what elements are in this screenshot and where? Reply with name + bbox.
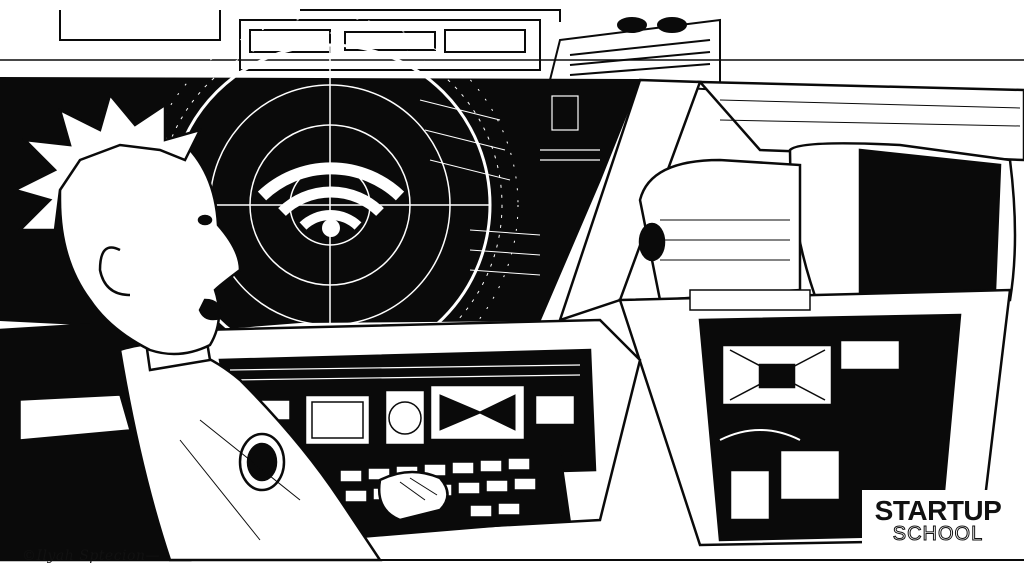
artist-signature: ©Ilyah Sptecion— bbox=[22, 548, 160, 564]
wifi-icon bbox=[257, 162, 405, 237]
pilot-figure bbox=[11, 92, 449, 562]
copilot-seat bbox=[638, 142, 1017, 312]
cockpit-pillar bbox=[558, 78, 1024, 322]
logo-line-startup: STARTUP bbox=[874, 495, 1002, 526]
overhead-panel bbox=[0, 9, 1024, 92]
startup-school-logo: STARTUP SCHOOL bbox=[862, 490, 1012, 552]
logo-line-school: SCHOOL bbox=[892, 523, 984, 545]
windshield-label-panel bbox=[540, 95, 600, 161]
side-console bbox=[618, 288, 1012, 547]
